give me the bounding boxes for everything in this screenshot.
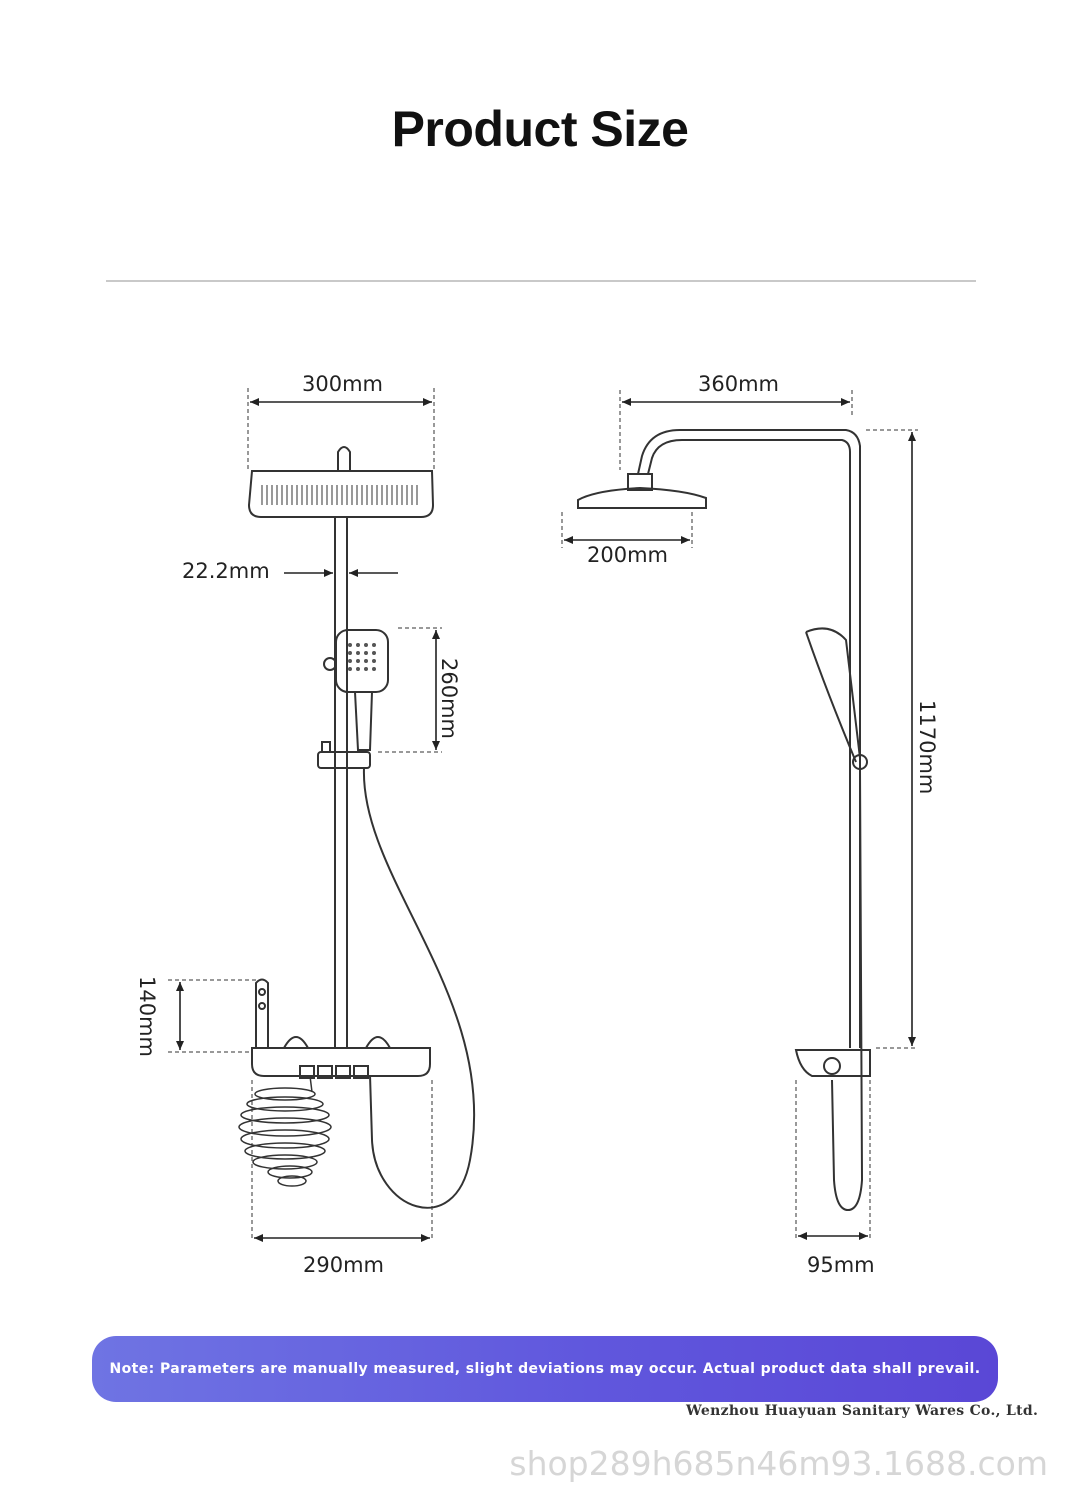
note-text: Note: Parameters are manually measured, … (109, 1361, 981, 1377)
dim-label-200: 200mm (587, 543, 668, 567)
dim-label-260: 260mm (437, 658, 461, 739)
dim-label-22-2: 22.2mm (182, 559, 270, 583)
rain-shower-head (247, 470, 435, 518)
dim-label-95: 95mm (807, 1253, 875, 1277)
dim-label-140: 140mm (135, 976, 159, 1057)
dim-label-1170: 1170mm (915, 700, 939, 794)
dim-label-360: 360mm (698, 372, 779, 396)
side-view (561, 390, 918, 1240)
front-view (168, 388, 476, 1240)
side-shelf (794, 1049, 871, 1077)
thermostatic-shelf (251, 1047, 431, 1077)
side-dimension-lines (564, 398, 916, 1240)
front-dimension-lines (176, 398, 440, 1242)
shower-arm (637, 429, 861, 1048)
hand-shower (335, 629, 389, 693)
dim-label-290: 290mm (303, 1253, 384, 1277)
dim-label-300: 300mm (302, 372, 383, 396)
note-banner: Note: Parameters are manually measured, … (92, 1336, 998, 1402)
side-hand-shower (805, 627, 861, 759)
page-title: Product Size (391, 101, 689, 157)
coiled-spray-hose (238, 1075, 332, 1187)
side-rain-head (577, 486, 707, 509)
company-name: Wenzhou Huayuan Sanitary Wares Co., Ltd. (686, 1403, 1039, 1419)
shop-watermark: shop289h685n46m93.1688.com (509, 1444, 1048, 1483)
title-divider (106, 280, 976, 282)
shower-hose (362, 767, 476, 1209)
